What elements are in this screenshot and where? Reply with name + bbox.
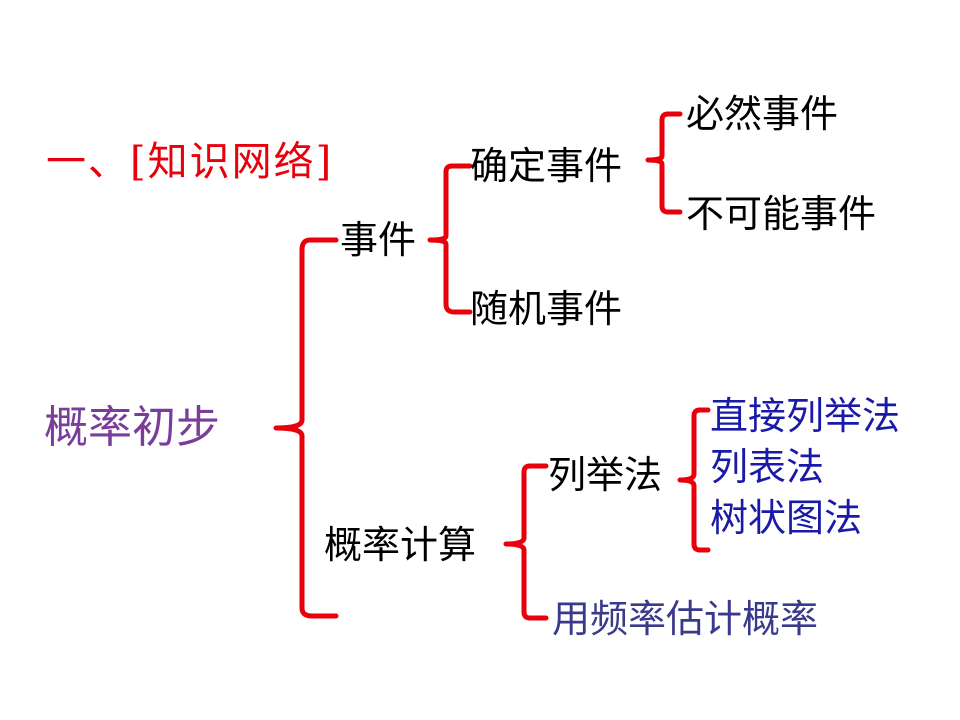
table-method-node: 列表法 bbox=[710, 445, 825, 489]
impossible-event-node: 不可能事件 bbox=[686, 192, 877, 236]
event-node: 事件 bbox=[340, 218, 417, 262]
enum-bracket bbox=[677, 407, 711, 553]
determined-bracket bbox=[645, 111, 683, 215]
slide-title: 一、[知识网络] bbox=[46, 139, 334, 185]
calc-bracket bbox=[503, 463, 549, 621]
root-node: 概率初步 bbox=[44, 402, 220, 453]
tree-diagram-node: 树状图法 bbox=[710, 496, 863, 540]
direct-enum-node: 直接列举法 bbox=[710, 394, 901, 438]
event-bracket bbox=[427, 163, 473, 315]
enumeration-node: 列举法 bbox=[548, 453, 663, 497]
certain-event-node: 必然事件 bbox=[686, 92, 839, 136]
random-event-node: 随机事件 bbox=[470, 287, 623, 331]
determined-event-node: 确定事件 bbox=[470, 144, 623, 188]
probability-calc-node: 概率计算 bbox=[324, 523, 477, 567]
frequency-estimate-node: 用频率估计概率 bbox=[552, 597, 819, 641]
root-bracket bbox=[273, 237, 339, 619]
